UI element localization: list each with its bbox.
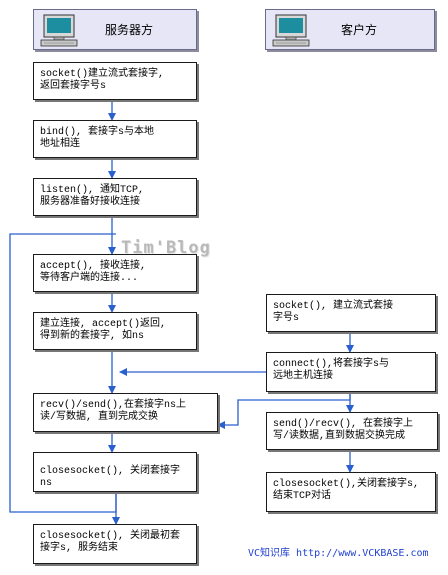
- client-header: 客户方: [265, 9, 435, 50]
- server-header-label: 服务器方: [105, 23, 154, 37]
- footer-credit: VC知识库 http://www.VCKBASE.com: [248, 548, 429, 559]
- server-step-listen: listen(), 通知TCP, 服务器准备好接收连接: [33, 178, 197, 216]
- server-step-bind: bind(), 套接字s与本地 地址相连: [33, 120, 197, 158]
- server-step-close-ns: closesocket(), 关闭套接字ns: [33, 452, 197, 492]
- client-step-socket: socket(), 建立流式套接 字号s: [266, 294, 436, 332]
- client-step-connect: connect(),将套接字s与 远地主机连接: [266, 352, 436, 392]
- computer-icon: [272, 14, 310, 47]
- watermark: Tim'Blog: [121, 238, 211, 258]
- server-step-accept: accept(), 接收连接, 等待客户端的连接...: [33, 254, 197, 292]
- server-step-close-s: closesocket(), 关闭最初套 接字s, 服务结束: [33, 524, 197, 564]
- client-step-send-recv: send()/recv(), 在套接字上 写/读数据,直到数据交换完成: [266, 412, 438, 450]
- server-step-connected: 建立连接, accept()返回, 得到新的套接字, 如ns: [33, 312, 197, 350]
- client-step-close: closesocket(),关闭套接字s, 结束TCP对话: [266, 472, 436, 512]
- server-header: 服务器方: [33, 9, 197, 50]
- arrow-loop-back: [9, 233, 117, 513]
- arrow-exchange-link: [217, 392, 351, 429]
- client-header-label: 客户方: [341, 23, 378, 37]
- server-step-socket: socket()建立流式套接字, 返回套接字号s: [33, 62, 197, 100]
- computer-icon: [40, 14, 78, 47]
- server-step-recv-send: recv()/send(),在套接字ns上 读/写数据, 直到完成交换: [33, 393, 218, 432]
